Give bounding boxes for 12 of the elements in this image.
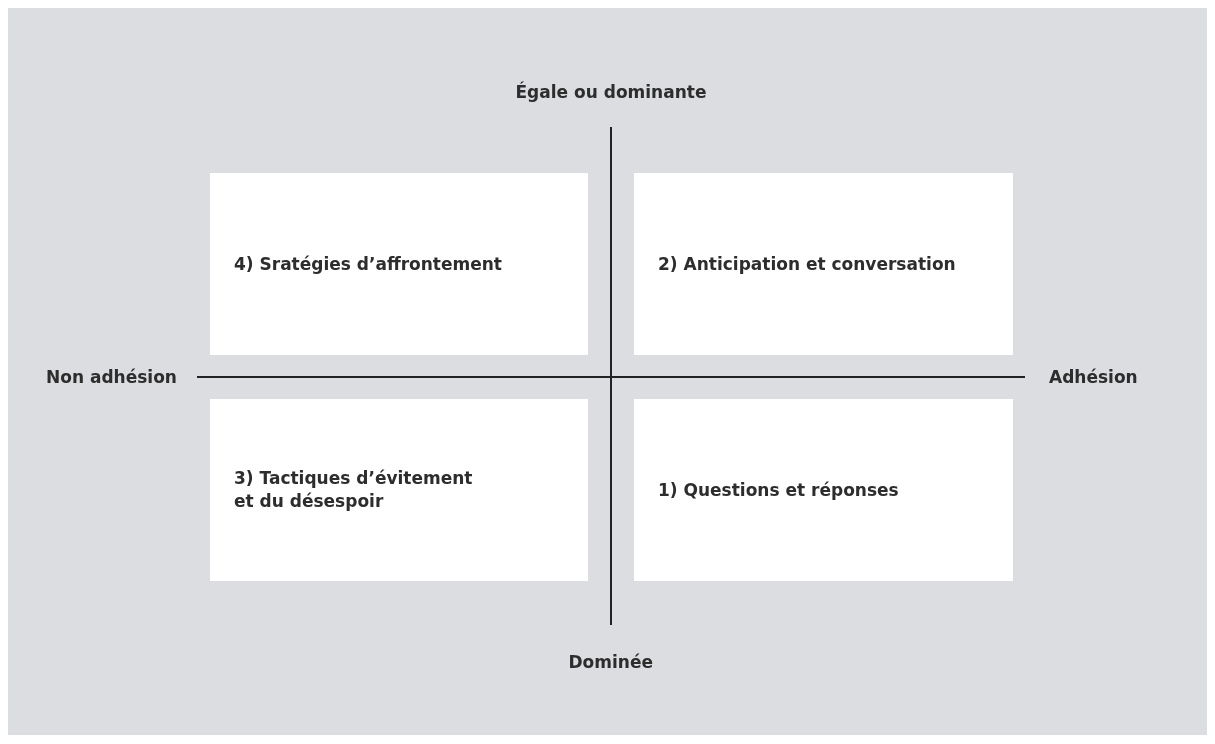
- axis-label: Adhésion: [1049, 367, 1138, 387]
- quadrant-label: 3) Tactiques d’évitement et du désespoir: [234, 467, 474, 513]
- axis-label: Égale ou dominante: [515, 82, 707, 102]
- quadrant-box: [210, 173, 588, 355]
- axis-label: Dominée: [568, 652, 653, 672]
- quadrant-label: 1) Questions et réponses: [658, 478, 899, 502]
- quadrant-box: [634, 399, 1013, 581]
- quadrant-label: 4) Sratégies d’affrontement: [234, 252, 502, 276]
- axis-label: Non adhésion: [46, 367, 177, 387]
- quadrant-box: [210, 399, 588, 581]
- quadrant-label: 2) Anticipation et conversation: [658, 252, 956, 276]
- quadrant-box: [634, 173, 1013, 355]
